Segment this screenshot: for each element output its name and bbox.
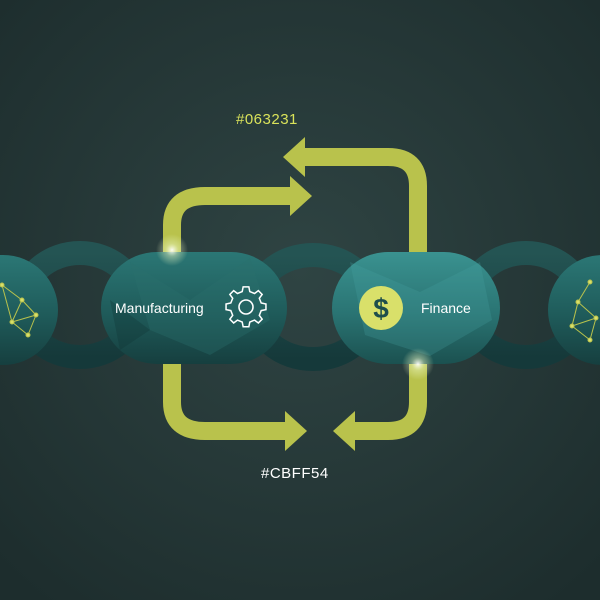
caption-top: #063231 [236,111,298,128]
gear-icon [225,286,267,328]
glow-highlights [156,234,434,380]
arrow-bottom-left [163,362,287,440]
dollar-icon: $ [359,286,403,330]
arrow-top-right [305,148,427,252]
finance-node [332,252,500,364]
edge-node-right [548,255,600,365]
arrow-bottom-right [352,362,427,440]
caption-bottom: #CBFF54 [261,465,329,482]
arrowhead-top-right [283,137,305,177]
edge-node-left [0,255,58,365]
arrowhead-bottom-right [333,411,355,451]
flow-arrows [163,148,427,440]
arrow-top-left [163,187,292,252]
arrowhead-top-left [290,176,312,216]
manufacturing-node [101,252,287,364]
manufacturing-label: Manufacturing [115,300,204,316]
network-icon [569,279,599,343]
finance-label: Finance [421,300,471,316]
network-icon [0,282,39,338]
arrowhead-bottom-left [285,411,307,451]
svg-text:$: $ [373,293,389,324]
arrowheads [283,137,355,451]
